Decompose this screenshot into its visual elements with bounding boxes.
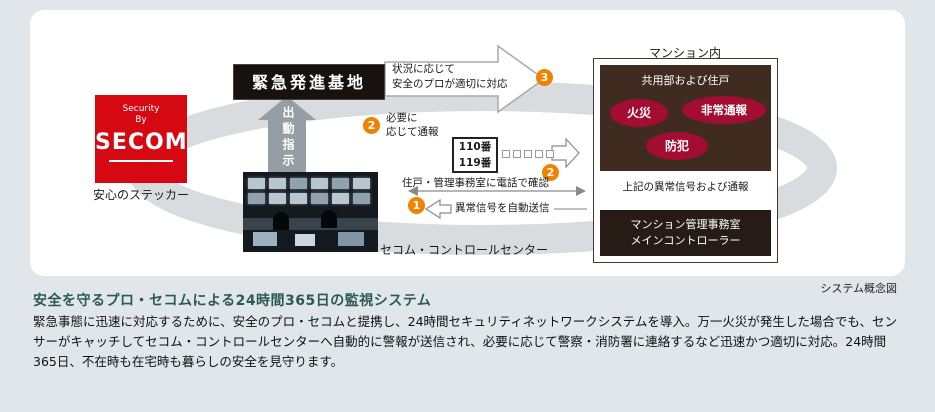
secom-logo: Security By SECOM (95, 95, 187, 183)
secom-brand: SECOM (95, 130, 188, 155)
diagram-panel: Security By SECOM 安心のステッカー 緊急発進基地 状況に応じて… (30, 10, 905, 276)
response-note: 状況に応じて 安全のプロが適切に対応 (392, 63, 508, 90)
signals-note: 上記の異常信号および通報 (622, 181, 749, 193)
number-110: 110番 (458, 141, 492, 153)
report-right-arrow-icon (551, 137, 580, 169)
auto-signal-left-arrow-icon (424, 198, 452, 220)
photo-monitor (353, 193, 370, 204)
auto-signal-note: 異常信号を自動送信 (455, 202, 550, 214)
system-diagram-caption: システム概念図 (820, 282, 897, 295)
main-controller-box: マンション管理事務室 メインコントローラー (600, 210, 771, 256)
photo-monitor (332, 178, 349, 189)
phone-confirm-note: 住戸・管理事務室に電話で確認 (402, 177, 549, 189)
secom-underline (109, 160, 173, 162)
section-body: 緊急事態に迅速に対応するために、安全のプロ・セコムと提携し、24時間セキュリティ… (33, 314, 898, 369)
mansion-label: マンション内 (648, 46, 721, 60)
signal-square (502, 150, 510, 158)
secom-brand-small: Security By (122, 104, 160, 125)
signal-square (546, 150, 554, 158)
photo-console (253, 232, 277, 246)
phone-confirm-left-arrowhead-icon (408, 186, 418, 196)
mansion-header: 共用部および住戸 (641, 74, 730, 87)
crime-prevention-oval: 防犯 (646, 132, 708, 160)
step2-badge-report: 2 (363, 117, 380, 134)
response-arrow-icon (384, 44, 546, 114)
photo-console (295, 234, 315, 246)
signal-square (513, 150, 521, 158)
photo-monitor (290, 178, 307, 189)
mansion-common-area: 共用部および住戸 火災 非常通報 防犯 (600, 65, 771, 171)
step1-badge: 1 (408, 197, 425, 214)
report-note: 必要に 応じて通報 (386, 112, 439, 138)
dispatch-order-label: 出動指示 (281, 106, 295, 170)
photo-monitor (269, 178, 286, 189)
photo-monitor (311, 178, 328, 189)
photo-monitor (311, 193, 328, 204)
signal-square (524, 150, 532, 158)
fire-oval: 火災 (610, 99, 668, 127)
signal-dots (502, 150, 557, 169)
photo-monitor (290, 193, 307, 204)
step3-badge: 3 (536, 69, 553, 86)
mansion-box: 共用部および住戸 火災 非常通報 防犯 上記の異常信号および通報 マンション管理… (593, 58, 778, 263)
photo-desk (243, 218, 378, 230)
phone-confirm-right-arrowhead-icon (576, 186, 586, 196)
number-119: 119番 (458, 157, 492, 169)
photo-operator (321, 210, 337, 228)
dispatch-up-arrow-icon (258, 96, 316, 174)
photo-monitor (248, 193, 265, 204)
emergency-numbers-box: 110番 119番 (452, 137, 498, 173)
photo-monitor (269, 193, 286, 204)
control-center-photo (243, 172, 378, 252)
control-center-label: セコム・コントロールセンター (380, 243, 549, 257)
secom-sticker-label: 安心のステッカー (92, 188, 189, 202)
section-heading: 安全を守るプロ・セコムによる24時間365日の監視システム (33, 293, 432, 309)
photo-operator (273, 212, 289, 230)
photo-monitor (353, 178, 370, 189)
photo-console (338, 232, 364, 246)
emergency-base-box: 緊急発進基地 (233, 64, 385, 100)
step2-badge-confirm: 2 (542, 164, 559, 181)
signal-square (535, 150, 543, 158)
photo-monitor (248, 178, 265, 189)
photo-monitor (332, 193, 349, 204)
emergency-call-oval: 非常通報 (682, 96, 766, 124)
